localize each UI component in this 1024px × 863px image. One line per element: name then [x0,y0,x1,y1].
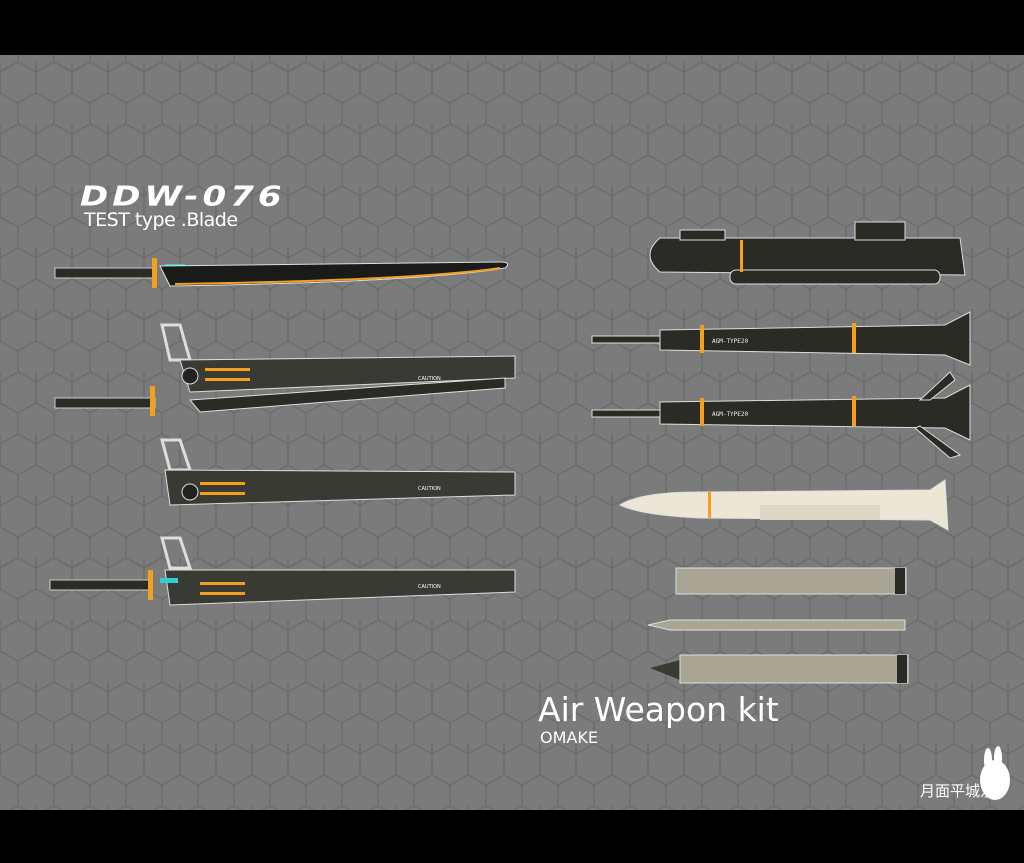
missile-label: AGM-TYPE20 [712,338,749,345]
caution-label: CAUTION [418,376,441,382]
rabbit-logo [980,746,1010,800]
missile-agm-2: AGM-TYPE20 [591,371,971,459]
rocket-pod-2 [650,654,909,684]
kit-subtitle: OMAKE [540,728,598,747]
missile-cream [618,479,949,531]
sheath: CAUTION [160,438,516,506]
illustration-canvas: CAUTION CAUTION CAUTION [0,55,1024,810]
rocket-pod-1 [675,567,907,595]
missile-label: AGM-TYPE20 [712,411,749,418]
caution-label: CAUTION [418,486,441,492]
kit-title: Air Weapon kit [538,690,779,729]
rocket-rod [647,619,906,631]
missile-agm-1: AGM-TYPE20 [591,311,971,366]
sword-sheathed: CAUTION [49,536,516,606]
hex-pattern [0,55,1024,810]
blade-subtitle: TEST type .Blade [84,209,238,231]
caution-label: CAUTION [418,584,441,590]
sword-with-sheath: CAUTION [54,323,516,416]
artist-signature: 月面平城京 [920,782,996,800]
sword-drawn [54,258,509,288]
blade-title: DDW-076 [80,180,286,213]
missile-large-pod [649,221,966,285]
